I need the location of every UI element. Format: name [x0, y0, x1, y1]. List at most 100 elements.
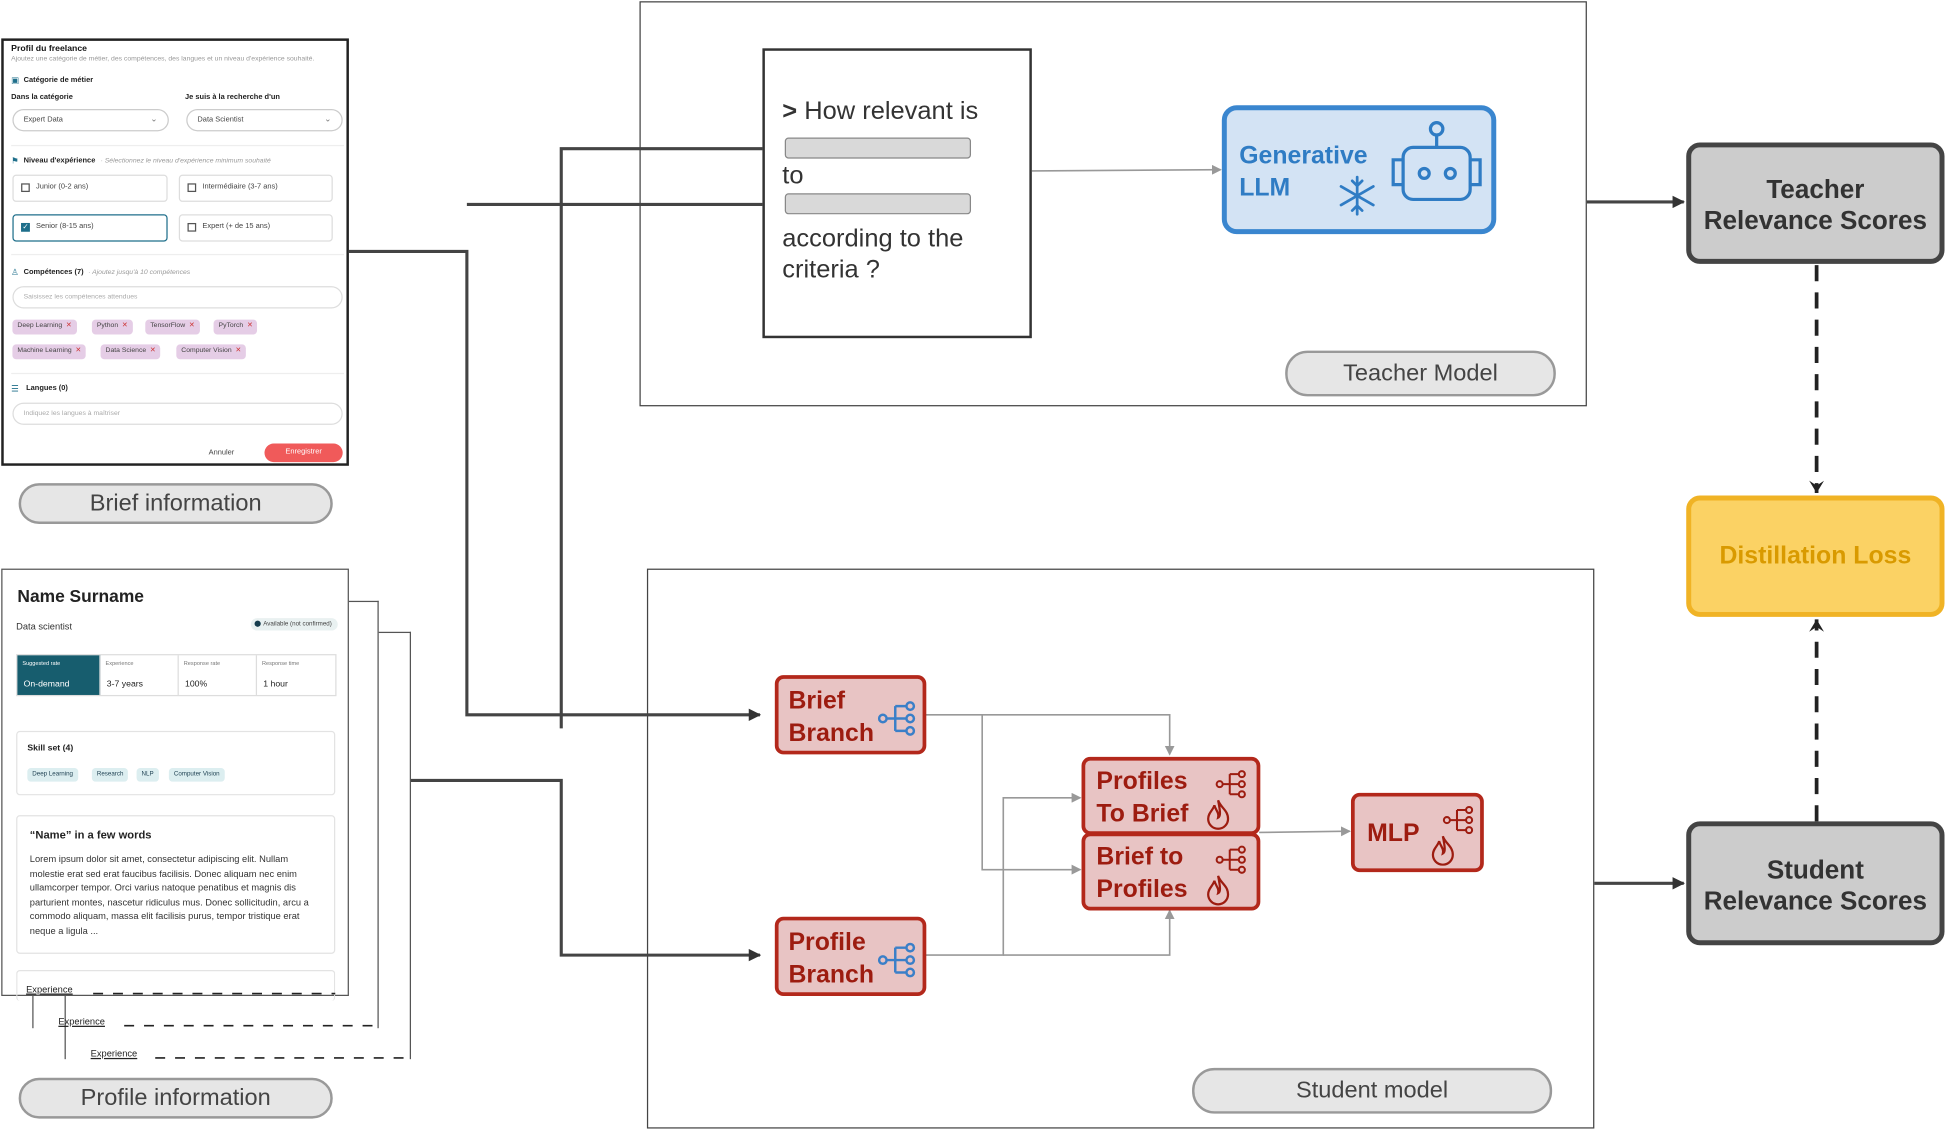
teacher-scores-line-1: Teacher: [1766, 175, 1865, 205]
level-label: Senior (8-15 ans): [36, 222, 94, 231]
close-icon[interactable]: ✕: [75, 346, 82, 355]
status-dot-icon: [254, 620, 261, 627]
divider: [11, 253, 344, 256]
category-field-label: Dans la catégorie: [11, 94, 73, 102]
divider: [11, 144, 344, 147]
stat-value: 1 hour: [263, 680, 288, 689]
network-icon: [1442, 805, 1474, 835]
level-checkbox-senior[interactable]: ✓ Senior (8-15 ans): [12, 214, 168, 242]
about-line: neque a ligula ...: [29, 924, 99, 936]
skill-tag[interactable]: Machine Learning✕: [12, 344, 87, 360]
profile-to-prompt-line: [559, 142, 779, 729]
availability-label: Available (not confirmed): [263, 620, 332, 629]
close-icon[interactable]: ✕: [149, 346, 156, 355]
brief-branch-to-p2b-line: [925, 713, 1175, 756]
checkbox-icon: [187, 183, 197, 193]
form-subtitle: Ajoutez une catégorie de métier, des com…: [11, 55, 315, 64]
skill-tag-label: TensorFlow: [150, 322, 186, 330]
prompt-to-llm-line: [1031, 164, 1222, 175]
about-text: Lorem ipsum dolor sit amet, consectetur …: [30, 852, 334, 937]
b2p-label-1: Brief to: [1096, 843, 1184, 871]
profile-branch-label-1: Profile: [788, 929, 866, 957]
close-icon[interactable]: ✕: [188, 322, 195, 330]
save-button[interactable]: Enregistrer: [264, 443, 343, 463]
about-line: Lorem ipsum dolor sit amet, consectetur …: [29, 853, 289, 865]
close-icon[interactable]: ✕: [235, 346, 242, 355]
skill-tag[interactable]: Data Science✕: [100, 344, 161, 360]
stat-value: On-demand: [23, 680, 70, 689]
close-icon[interactable]: ✕: [246, 322, 253, 330]
skill-tag[interactable]: PyTorch✕: [213, 319, 258, 335]
experience-section-title: Niveau d'expérience: [23, 157, 96, 165]
experience-label: Experience: [26, 983, 73, 995]
llm-label-line-1: Generative: [1239, 142, 1368, 170]
mlp-label: MLP: [1367, 820, 1420, 848]
flame-icon: [1431, 835, 1454, 866]
category-section-title: Catégorie de métier: [23, 76, 94, 85]
network-icon: [877, 701, 916, 736]
level-checkbox-intermediate[interactable]: Intermédiaire (3-7 ans): [178, 174, 333, 202]
level-checkbox-junior[interactable]: Junior (0-2 ans): [12, 174, 168, 202]
close-icon[interactable]: ✕: [65, 322, 72, 330]
student-internal-lines: [925, 164, 1351, 956]
llm-label-line-2: LLM: [1239, 174, 1291, 202]
main-flow-lines: [348, 142, 1685, 962]
chevron-down-icon: ⌄: [150, 115, 158, 124]
teacher-model-frame: [639, 1, 1587, 407]
stat-key: Response rate: [183, 660, 221, 667]
profile-name: Name Surname: [17, 585, 144, 606]
skills-input[interactable]: Saisissez les compétences attendues: [12, 286, 343, 309]
checkbox-icon: [187, 222, 197, 232]
attn-to-mlp-line: [1259, 826, 1351, 837]
briefcase-icon: ▣: [11, 76, 20, 86]
checkmark-icon: ✓: [21, 222, 30, 232]
category-select[interactable]: Expert Data ⌄: [12, 109, 169, 132]
skill-tag[interactable]: Deep Learning✕: [12, 319, 77, 335]
prompt-template: > How relevant is to according to the cr…: [762, 48, 1032, 339]
student-scores-box: Student Relevance Scores: [1686, 821, 1945, 946]
mlp-box: MLP: [1350, 792, 1484, 873]
languages-input[interactable]: Indiquez les langues à maîtriser: [12, 402, 343, 425]
skillset-title: Skill set (4): [27, 744, 74, 754]
stat-key: Suggested rate: [22, 660, 61, 667]
chevron-down-icon: ⌄: [324, 115, 332, 124]
brief-caption: Brief information: [18, 483, 333, 525]
stat-cell: Experience 3-7 years: [101, 655, 179, 695]
search-select[interactable]: Data Scientist ⌄: [186, 109, 343, 132]
form-title: Profil du freelance: [11, 44, 88, 54]
skill-tag-label: Python: [96, 322, 119, 330]
skills-section-title: Compétences (7): [23, 268, 84, 277]
skills-hint: · Ajoutez jusqu'à 10 compétences: [88, 268, 191, 277]
prompt-line-3: according to the: [782, 224, 964, 253]
profile-branch-to-p2b-line: [925, 792, 1082, 956]
skill-tag-label: Deep Learning: [17, 322, 63, 330]
about-line: parturient montes, nascetur ridiculus mu…: [29, 896, 309, 908]
skill-chip: NLP: [136, 768, 159, 782]
divider: [11, 372, 344, 375]
profile-role: Data scientist: [16, 620, 73, 632]
skill-tag[interactable]: Python✕: [91, 319, 133, 335]
stat-key: Experience: [105, 660, 134, 667]
level-checkbox-expert[interactable]: Expert (+ de 15 ans): [178, 214, 333, 242]
stack-edge: [64, 991, 70, 1060]
about-title: “Name” in a few words: [29, 828, 152, 842]
language-icon: ☰: [11, 385, 19, 394]
profile-card: Name Surname Data scientist Available (n…: [1, 568, 349, 1001]
search-select-value: Data Scientist: [197, 116, 244, 124]
cancel-button[interactable]: Annuler: [208, 449, 235, 458]
close-icon[interactable]: ✕: [121, 322, 128, 330]
about-panel: “Name” in a few words Lorem ipsum dolor …: [16, 815, 336, 954]
prompt-marker: >: [782, 96, 798, 126]
availability-badge: Available (not confirmed): [250, 618, 339, 631]
experience-label: Experience: [58, 1015, 105, 1027]
level-label: Junior (0-2 ans): [36, 183, 89, 191]
skill-tag[interactable]: Computer Vision✕: [176, 344, 247, 360]
profile-branch-box: Profile Branch: [774, 916, 927, 996]
prompt-line-4: criteria ?: [782, 255, 880, 284]
brief-branch-label-2: Branch: [788, 719, 875, 747]
skill-tag[interactable]: TensorFlow✕: [145, 319, 200, 335]
stat-value: 3-7 years: [106, 680, 144, 689]
student-model-caption: Student model: [1192, 1067, 1553, 1114]
